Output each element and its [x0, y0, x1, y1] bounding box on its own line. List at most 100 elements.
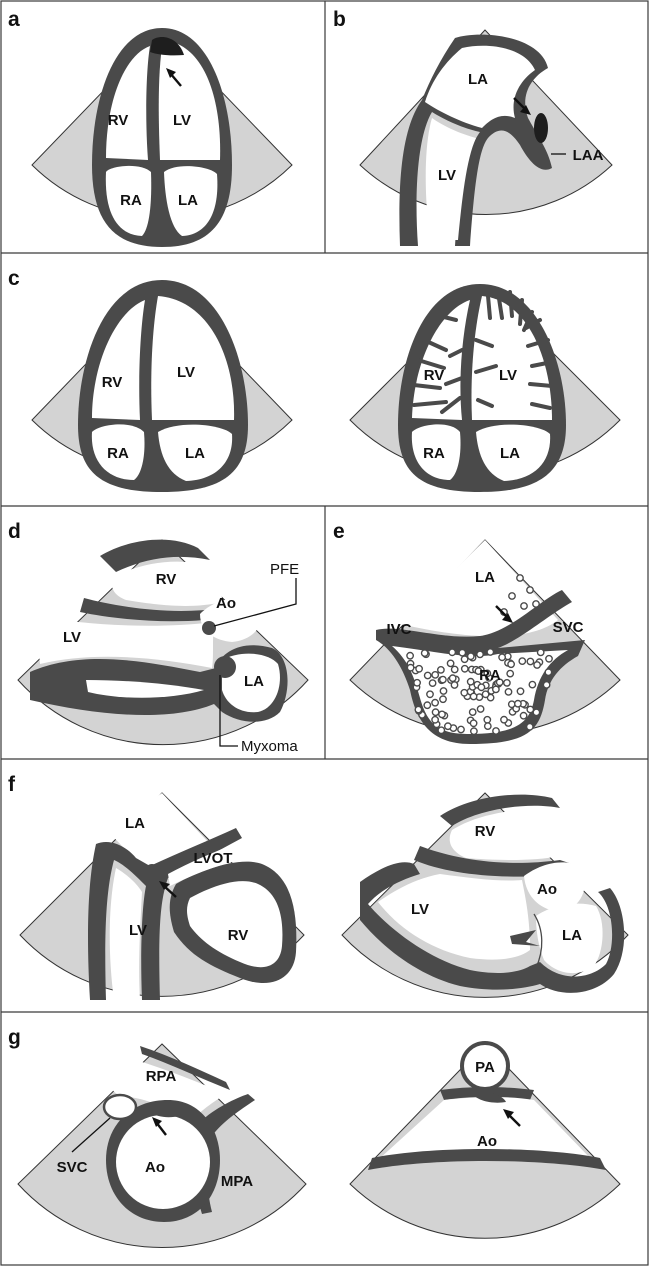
- la-cavity: [222, 653, 280, 713]
- label-rpa: RPA: [146, 1068, 177, 1085]
- contrast-bubble: [492, 727, 500, 735]
- label-rv: RV: [424, 367, 445, 384]
- contrast-bubble: [526, 705, 535, 714]
- aortic-flap: [470, 1091, 506, 1103]
- label-lv: LV: [129, 922, 147, 939]
- contrast-bubble: [525, 722, 534, 731]
- contrast-bubble: [450, 665, 459, 674]
- contrast-bubble: [498, 653, 506, 662]
- label-la: LA: [562, 927, 582, 944]
- contrast-bubble: [458, 648, 467, 657]
- contrast-bubble: [466, 652, 475, 661]
- contrast-bubble: [431, 671, 440, 679]
- svc-vessel: [102, 1093, 138, 1121]
- contrast-bubble: [423, 671, 432, 680]
- lv-wall: [88, 828, 242, 1000]
- label-ivc: IVC: [386, 621, 411, 638]
- panel-c-left: c RV LV RA LA: [8, 267, 293, 492]
- contrast-bubble: [533, 661, 541, 669]
- contrast-bubble: [506, 669, 515, 678]
- label-lv: LV: [438, 167, 456, 184]
- contrast-bubble: [437, 726, 446, 735]
- label-rv: RV: [102, 374, 123, 391]
- la-cavity: [476, 424, 551, 481]
- contrast-bubble: [414, 705, 423, 714]
- rv-cavity: [187, 881, 283, 968]
- lv-cavity: [36, 616, 214, 668]
- lv-inflow: [86, 680, 204, 698]
- rv-cavity: [449, 809, 565, 860]
- label-ra: RA: [479, 667, 501, 684]
- label-lv: LV: [411, 901, 429, 918]
- label-lv: LV: [499, 367, 517, 384]
- panel-d: d RV Ao LV LA PFE Myxoma: [8, 520, 309, 755]
- mitral-mass: [510, 930, 540, 946]
- label-la: LA: [125, 815, 145, 832]
- contrast-bubble: [460, 688, 469, 697]
- lv-cavity: [109, 868, 142, 1000]
- contrast-bubble: [474, 667, 483, 675]
- contrast-bubble: [520, 602, 528, 610]
- contrast-bubble: [431, 698, 439, 707]
- label-ra: RA: [423, 445, 445, 462]
- la-cavity: [425, 45, 535, 128]
- contrast-bubble: [438, 710, 446, 719]
- contrast-bubble: [545, 654, 553, 663]
- label-la: LA: [468, 71, 488, 88]
- label-ao: Ao: [537, 881, 557, 898]
- mitral-leaflet: [533, 913, 543, 969]
- panel-letter-f: f: [8, 773, 16, 796]
- panel-letter-e: e: [333, 520, 345, 543]
- contrast-bubble: [532, 708, 541, 717]
- label-ao: Ao: [216, 595, 236, 612]
- contrast-bubble: [436, 666, 445, 674]
- contrast-bubble: [483, 715, 492, 724]
- thrombus-arrow-head: [166, 68, 176, 78]
- lvot-mass-arrow-head: [159, 881, 170, 890]
- contrast-bubble: [415, 664, 423, 673]
- contrast-bubble: [519, 711, 528, 720]
- lv-cavity: [471, 296, 552, 420]
- panel-letter-c: c: [8, 267, 20, 290]
- rpa-wall: [140, 1046, 230, 1090]
- contrast-bubble: [507, 660, 515, 669]
- rv-cavity: [111, 561, 222, 606]
- label-pfe: PFE: [270, 561, 299, 578]
- laa-arrow-head: [520, 105, 531, 115]
- panel-letter-a: a: [8, 8, 20, 31]
- ao-cavity: [378, 1097, 592, 1160]
- mpa-wall: [195, 1094, 255, 1214]
- label-ra: RA: [107, 445, 129, 462]
- label-lvot: LVOT: [194, 850, 233, 867]
- la-cavity: [400, 540, 558, 637]
- label-rv: RV: [228, 927, 249, 944]
- la-cavity: [158, 424, 233, 481]
- anterior-wall: [100, 539, 210, 572]
- contrast-bubble: [516, 687, 525, 696]
- panel-g-left: g RPA SVC Ao MPA: [8, 1026, 307, 1249]
- contrast-bubble: [508, 592, 516, 600]
- rv-cavity: [106, 46, 150, 160]
- lv-cavity: [151, 296, 235, 420]
- panel-a: a RV LV RA LA: [8, 8, 293, 247]
- contrast-bubble: [443, 722, 452, 731]
- label-lv: LV: [177, 364, 195, 381]
- label-rv: RV: [475, 823, 496, 840]
- laa-thrombus: [534, 113, 548, 143]
- contrast-bubble: [450, 681, 459, 689]
- contrast-bubble: [406, 651, 414, 660]
- contrast-bubble: [460, 655, 469, 664]
- label-rv: RV: [108, 112, 129, 129]
- contrast-bubble: [516, 574, 524, 582]
- contrast-bubble: [469, 719, 478, 728]
- aortic-arrow-head: [152, 1117, 162, 1127]
- contrast-bubble: [502, 679, 511, 687]
- panel-e: e LA IVC SVC RA: [333, 520, 621, 744]
- contrast-bubble: [466, 677, 475, 686]
- label-ao: Ao: [145, 1159, 165, 1176]
- aortic-mass: [150, 1108, 180, 1118]
- label-laa: LAA: [573, 147, 604, 164]
- contrast-bubble: [460, 664, 469, 673]
